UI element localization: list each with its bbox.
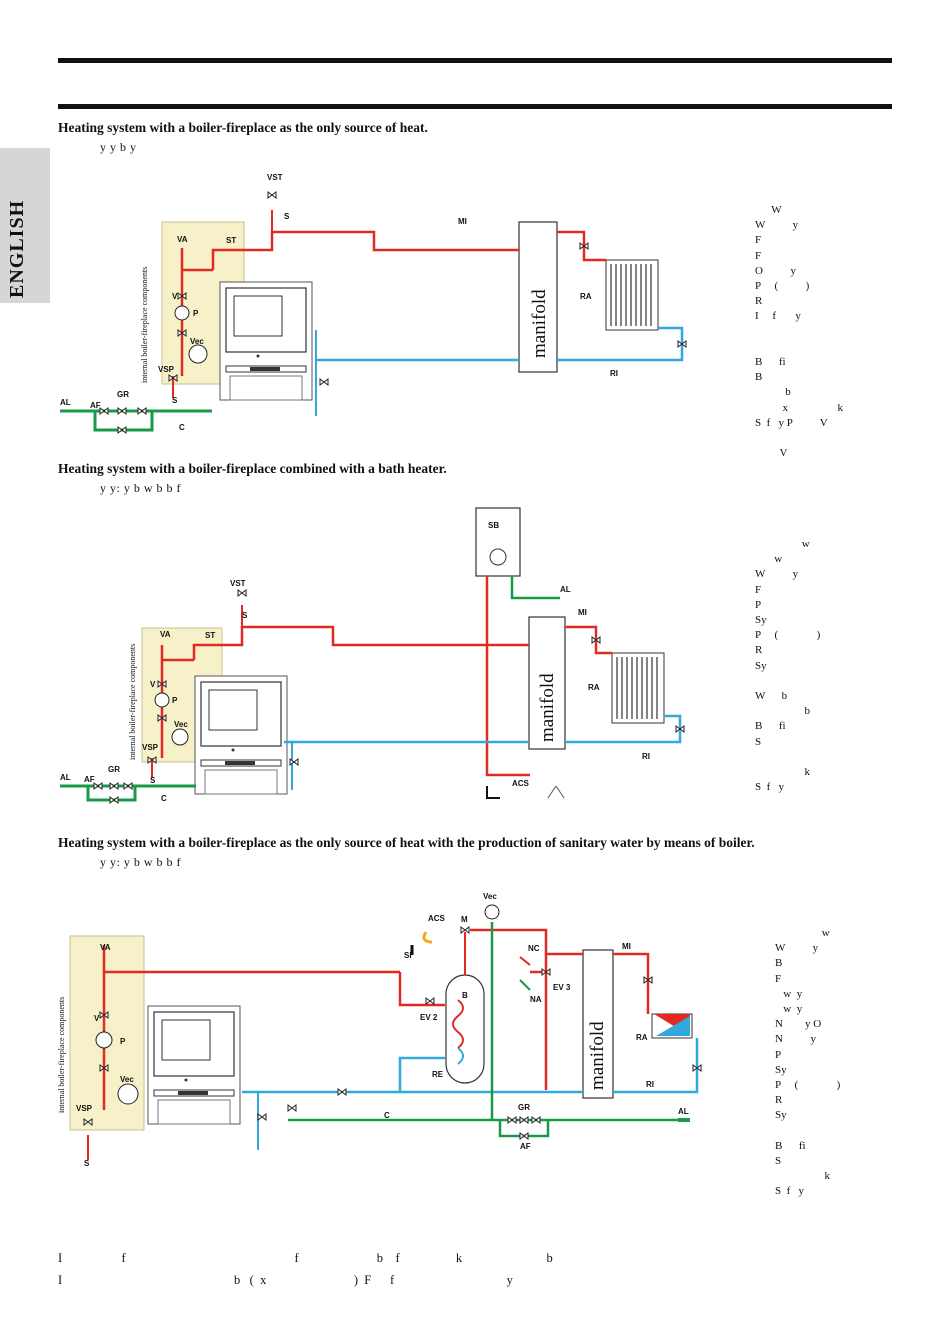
- top-rule-1: [58, 58, 892, 63]
- label-st: ST: [226, 236, 236, 245]
- footer-note: I f f b f k b I: [58, 1251, 553, 1287]
- label-ra-3: RA: [636, 1033, 648, 1042]
- manifold-label: manifold: [529, 289, 550, 358]
- label-c-2: C: [161, 794, 167, 803]
- label-v-2: V: [150, 680, 156, 689]
- diagram-1: internal boiler-fireplace components man…: [60, 173, 687, 434]
- section-1-subline: y y b y: [100, 140, 137, 154]
- label-vst: VST: [267, 173, 283, 182]
- label-af-2: AF: [84, 775, 95, 784]
- label-vst-2: VST: [230, 579, 246, 588]
- label-p-3: P: [120, 1037, 126, 1046]
- section-1-legend: W W y F F O y P ( ) R I f y B fi B b x k…: [755, 204, 843, 460]
- section-1-heading: Heating system with a boiler-fireplace a…: [58, 120, 428, 135]
- label-va: VA: [177, 235, 188, 244]
- label-gr-2: GR: [108, 765, 120, 774]
- label-st-2: ST: [205, 631, 215, 640]
- language-tab[interactable]: ENGLISH: [0, 148, 50, 303]
- section-3-subline: y y: y b w b b f: [100, 855, 181, 869]
- label-v: V: [172, 292, 178, 301]
- boiler-fireplace: [219, 281, 313, 401]
- label-c-3: C: [384, 1111, 390, 1120]
- radiator-2: [611, 652, 665, 724]
- section-3-heading: Heating system with a boiler-fireplace a…: [58, 835, 755, 850]
- label-mi-2: MI: [578, 608, 587, 617]
- label-mi: MI: [458, 217, 467, 226]
- label-b: B: [462, 991, 468, 1000]
- label-ev2: EV 2: [420, 1013, 438, 1022]
- label-c: C: [179, 423, 185, 432]
- label-vsp: VSP: [158, 365, 175, 374]
- internal-components-label-2: internal boiler-fireplace components: [128, 644, 137, 760]
- internal-components-label: internal boiler-fireplace components: [140, 267, 149, 383]
- label-mi-3: MI: [622, 942, 631, 951]
- label-al: AL: [60, 398, 71, 407]
- label-vsp-3: VSP: [76, 1104, 93, 1113]
- manifold-box-2: [528, 616, 566, 750]
- diagram-2: internal boiler-fireplace components man…: [60, 507, 685, 804]
- manifold-box: [518, 221, 558, 373]
- label-re: RE: [432, 1070, 444, 1079]
- label-va-2: VA: [160, 630, 171, 639]
- label-al-2: AL: [60, 773, 71, 782]
- label-vec-3: Vec: [120, 1075, 134, 1084]
- label-acs-3: ACS: [428, 914, 446, 923]
- label-gr-3: GR: [518, 1103, 530, 1112]
- top-rule-2: [58, 104, 892, 109]
- label-vec-top: Vec: [483, 892, 497, 901]
- manifold-label-3: manifold: [587, 1021, 608, 1090]
- manifold-box-3: [582, 949, 614, 1099]
- label-s-top: S: [284, 212, 290, 221]
- label-va-3: VA: [100, 943, 111, 952]
- radiator: [605, 259, 659, 331]
- label-s-2: S: [150, 776, 156, 785]
- label-gr: GR: [117, 390, 129, 399]
- label-sb: SB: [488, 521, 499, 530]
- label-p: P: [193, 309, 199, 318]
- manifold-label-2: manifold: [537, 673, 558, 742]
- label-ri-2: RI: [642, 752, 650, 761]
- section-2-legend: w w W y F P Sy P ( ) R Sy W b b B fi S k…: [755, 538, 821, 794]
- section-2-subline: y y: y b w b b f: [100, 481, 181, 495]
- label-af-3: AF: [520, 1142, 531, 1151]
- label-na: NA: [530, 995, 542, 1004]
- label-s: S: [172, 396, 178, 405]
- diagram-3: internal boiler-fireplace components man…: [57, 892, 702, 1168]
- label-al-3: AL: [678, 1107, 689, 1116]
- label-acs-2: ACS: [512, 779, 530, 788]
- label-nc: NC: [528, 944, 540, 953]
- label-p-2: P: [172, 696, 178, 705]
- label-si: SI: [404, 951, 412, 960]
- label-vec-2: Vec: [174, 720, 188, 729]
- label-ri-3: RI: [646, 1080, 654, 1089]
- boiler-fireplace-2: [194, 675, 288, 795]
- label-vec: Vec: [190, 337, 204, 346]
- internal-components-label-3: internal boiler-fireplace components: [57, 997, 66, 1113]
- label-m: M: [461, 915, 468, 924]
- bath-heater: [475, 507, 521, 577]
- label-ri: RI: [610, 369, 618, 378]
- label-s-3: S: [84, 1159, 90, 1168]
- label-s-top-2: S: [242, 611, 248, 620]
- label-v-3: V: [94, 1014, 100, 1023]
- section-3-legend: w W y B F w y w y N y O N y P Sy P ( ) R…: [775, 927, 841, 1198]
- label-ra-2: RA: [588, 683, 600, 692]
- label-ev3: EV 3: [553, 983, 571, 992]
- label-ra: RA: [580, 292, 592, 301]
- label-af: AF: [90, 401, 101, 410]
- label-al-top: AL: [560, 585, 571, 594]
- boiler-fireplace-3: [147, 1005, 241, 1125]
- label-vsp-2: VSP: [142, 743, 159, 752]
- section-2-heading: Heating system with a boiler-fireplace c…: [58, 461, 447, 476]
